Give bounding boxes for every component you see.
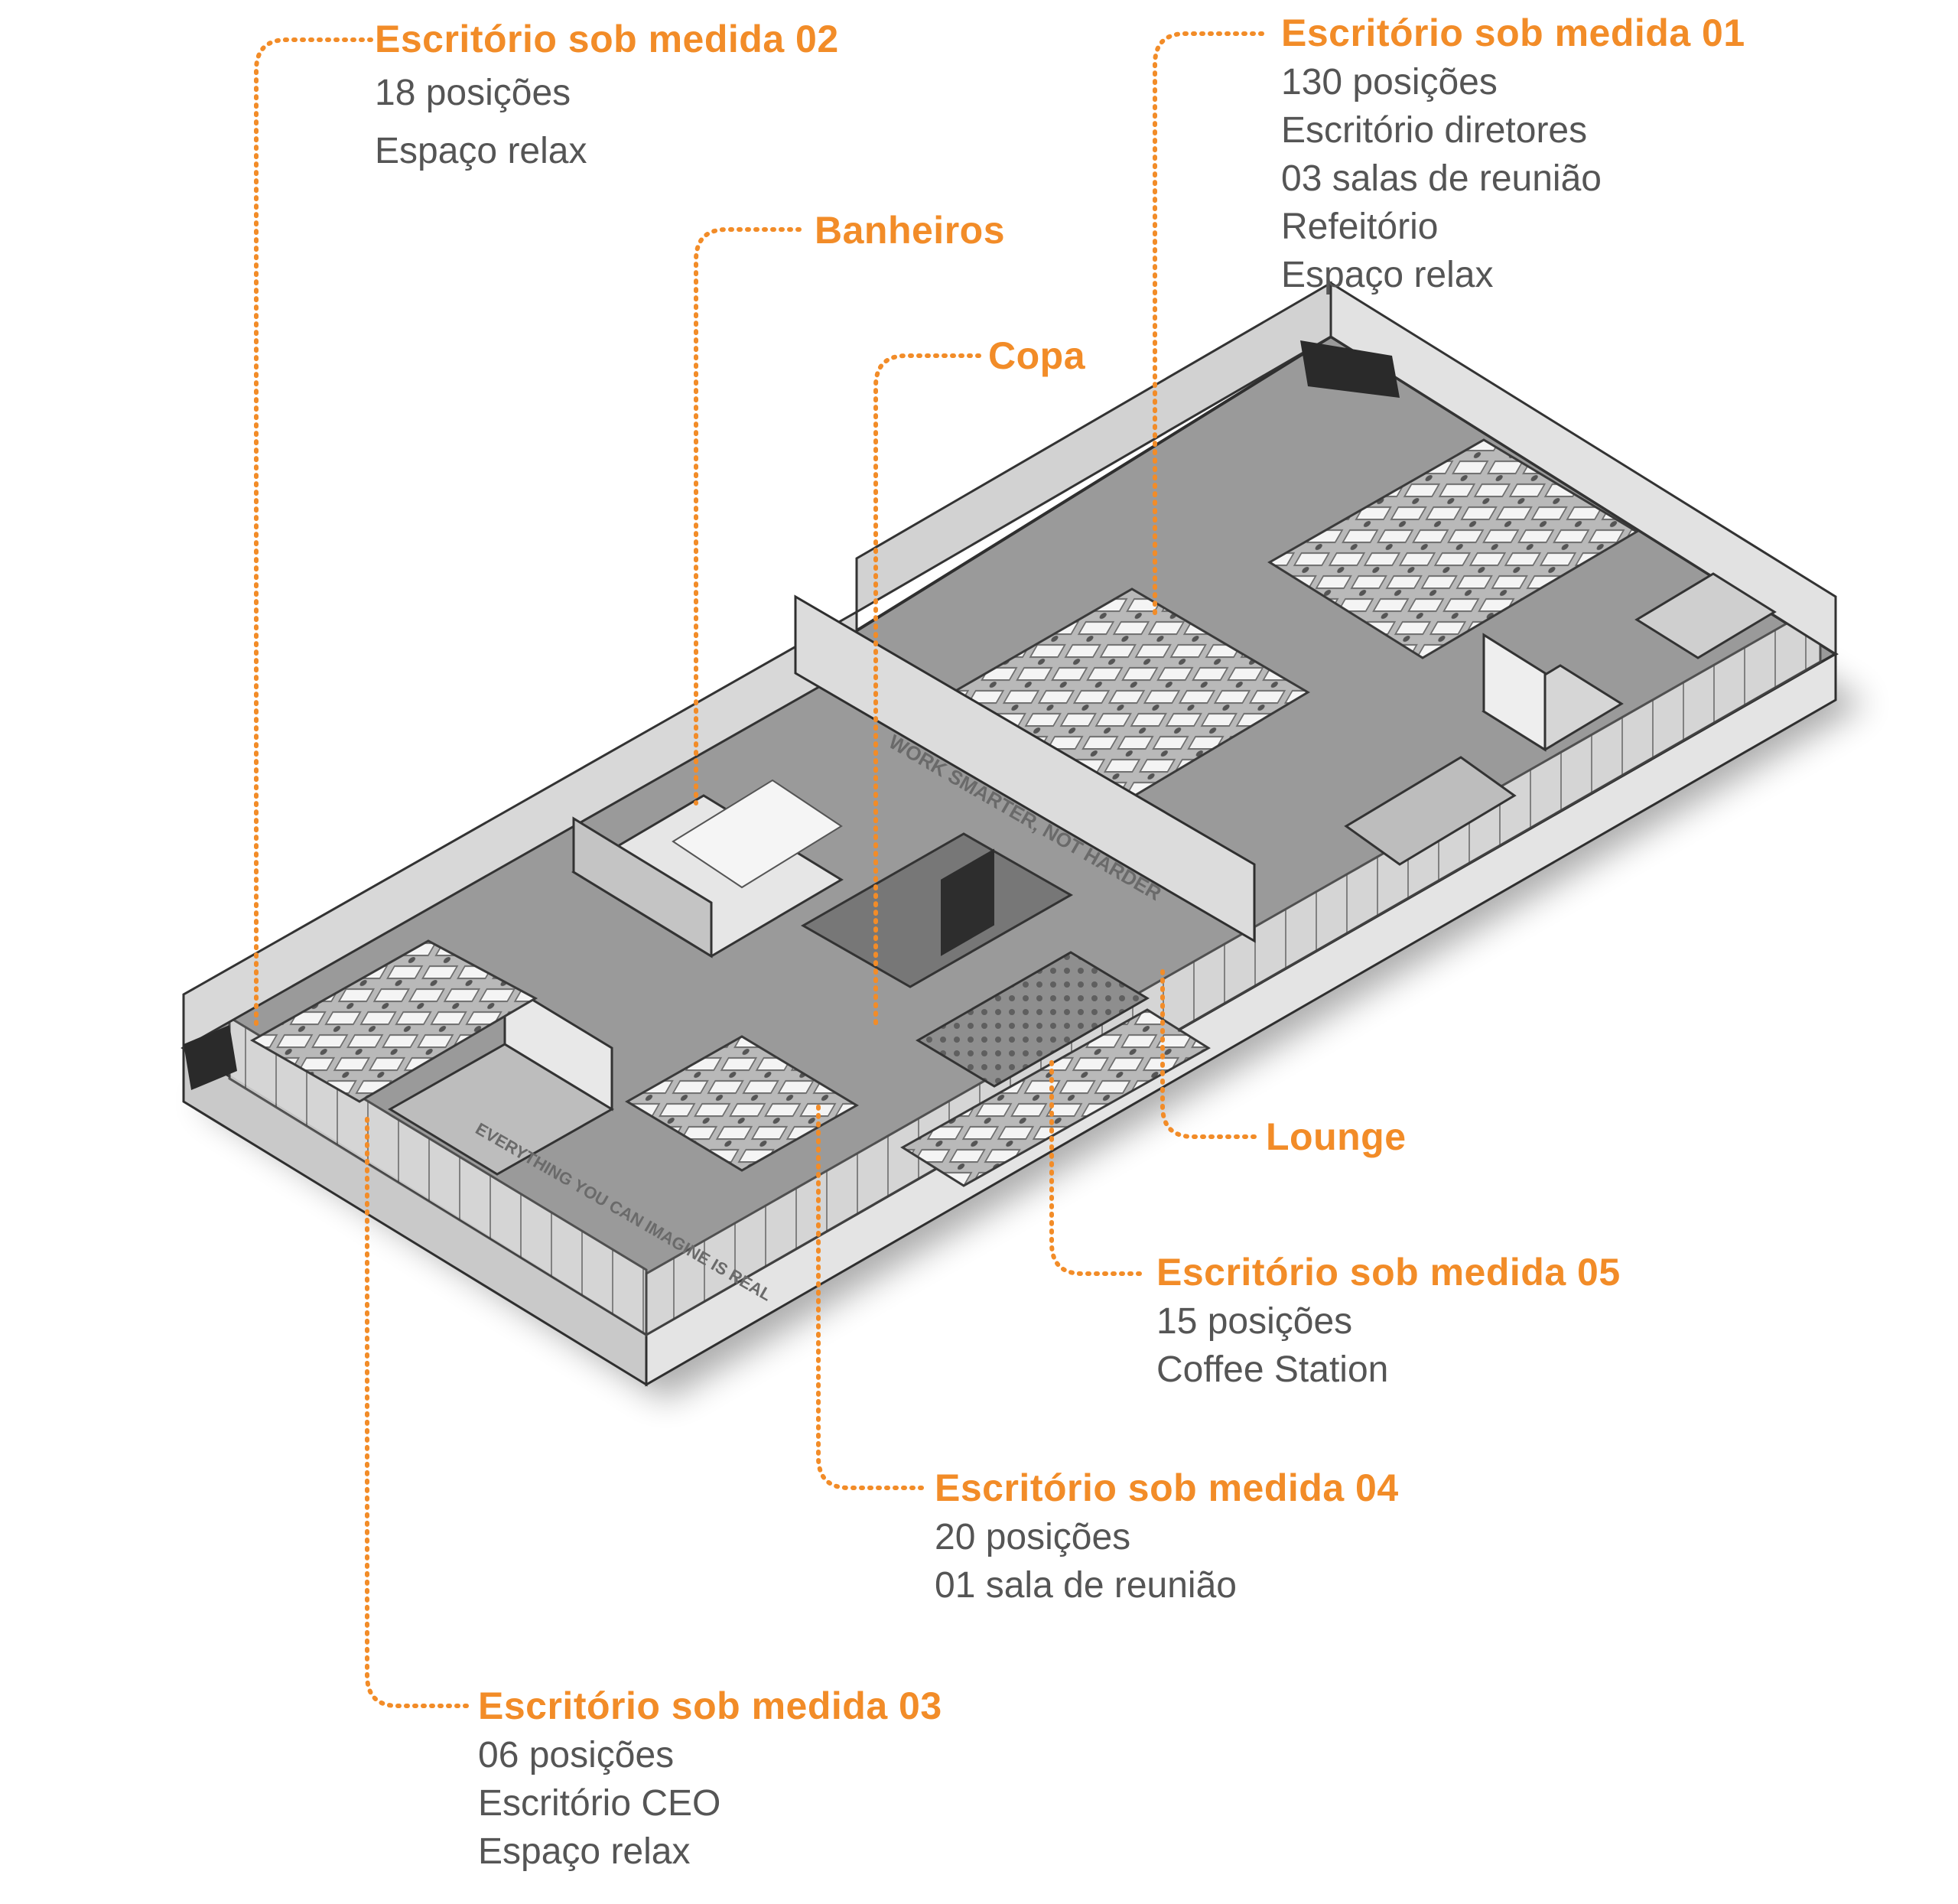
callout-detail: Escritório CEO <box>478 1783 721 1824</box>
callout-copa: Copa <box>988 330 1085 381</box>
office-01-rooms <box>1344 572 1777 866</box>
callout-escritorio-02: Escritório sob medida 02 18 posições Esp… <box>375 14 839 181</box>
office-04-workstations <box>625 1035 859 1172</box>
callout-detail: 18 posições <box>375 73 571 113</box>
callout-escritorio-03: Escritório sob medida 03 06 posições Esc… <box>478 1681 942 1876</box>
callout-detail: 03 salas de reunião <box>1281 158 1602 199</box>
callout-escritorio-04: Escritório sob medida 04 20 posições 01 … <box>935 1463 1399 1609</box>
leader-banheiros <box>694 227 802 806</box>
office-02-workstations <box>249 939 538 1103</box>
callout-detail: Espaço relax <box>478 1831 691 1872</box>
callout-detail: Espaço relax <box>1281 255 1494 295</box>
callout-detail: 15 posições <box>1156 1301 1353 1342</box>
callout-title: Escritório sob medida 02 <box>375 18 839 60</box>
callout-detail: Coffee Station <box>1156 1349 1389 1390</box>
callout-detail: 130 posições <box>1281 62 1498 103</box>
bathrooms-block <box>571 779 844 959</box>
callout-detail: Escritório diretores <box>1281 110 1588 151</box>
callout-title: Escritório sob medida 01 <box>1281 11 1745 54</box>
leader-escritorio-01 <box>1153 31 1264 622</box>
leader-escritorio-02 <box>254 37 373 1027</box>
callout-detail: Refeitório <box>1281 207 1439 247</box>
leader-escritorio-03 <box>365 1111 469 1708</box>
callout-title: Escritório sob medida 03 <box>478 1684 942 1727</box>
callout-title: Lounge <box>1266 1115 1407 1158</box>
callout-lounge: Lounge <box>1266 1111 1407 1162</box>
callout-title: Banheiros <box>815 209 1006 252</box>
callout-escritorio-01: Escritório sob medida 01 130 posições Es… <box>1281 8 1745 299</box>
leader-lounge <box>1160 969 1257 1139</box>
leader-copa <box>873 353 981 1027</box>
callout-escritorio-05: Escritório sob medida 05 15 posições Cof… <box>1156 1247 1621 1394</box>
back-walls <box>182 281 1837 1090</box>
callout-detail: 01 sala de reunião <box>935 1565 1237 1606</box>
callout-banheiros: Banheiros <box>815 205 1005 255</box>
callout-detail: Espaço relax <box>375 131 587 171</box>
callout-detail: 20 posições <box>935 1517 1131 1557</box>
copa-block <box>800 832 1074 988</box>
callout-leaders <box>254 31 1264 1708</box>
callout-title: Escritório sob medida 04 <box>935 1466 1399 1509</box>
office-05-workstations <box>900 1008 1211 1187</box>
callout-detail: 06 posições <box>478 1735 675 1775</box>
callout-title: Copa <box>988 334 1085 377</box>
callout-title: Escritório sob medida 05 <box>1156 1251 1621 1294</box>
lounge-floor <box>916 951 1150 1088</box>
leader-escritorio-04 <box>816 1103 924 1490</box>
leader-escritorio-05 <box>1049 1053 1142 1276</box>
